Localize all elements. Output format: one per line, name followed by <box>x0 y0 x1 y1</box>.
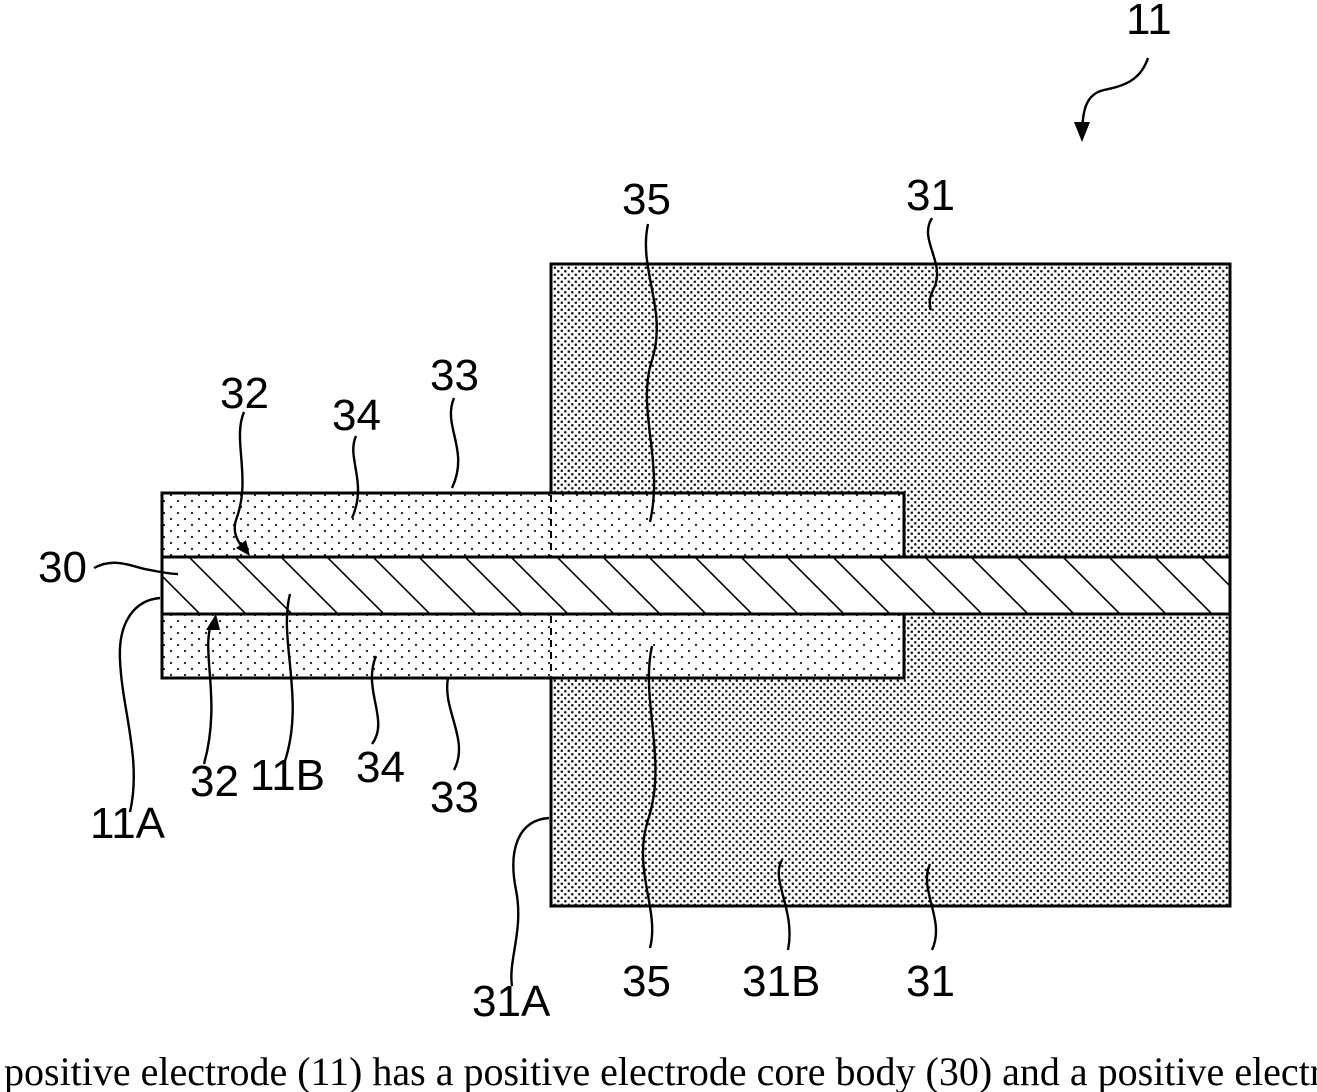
arrowhead-11 <box>1074 122 1090 142</box>
leader-31A <box>511 818 549 986</box>
label-30: 30 <box>38 543 87 592</box>
label-35-bottom: 35 <box>622 957 671 1006</box>
leader-11A <box>120 598 160 812</box>
label-31B: 31B <box>742 957 820 1006</box>
label-11A: 11A <box>90 799 166 848</box>
label-11: 11 <box>1126 0 1172 44</box>
label-32-top: 32 <box>220 369 269 418</box>
label-31A: 31A <box>472 977 551 1026</box>
core-strip <box>162 557 1230 614</box>
label-33-top: 33 <box>430 351 479 400</box>
leader-33-bottom <box>447 678 459 770</box>
label-34-top: 34 <box>332 391 381 440</box>
leader-11-arrow <box>1082 58 1148 138</box>
label-31-bottom: 31 <box>906 957 955 1006</box>
label-33-bottom: 33 <box>430 773 479 822</box>
leader-33-top <box>451 398 458 488</box>
label-31-top: 31 <box>906 171 955 220</box>
label-35-top: 35 <box>622 175 671 224</box>
label-34-bottom: 34 <box>356 743 405 792</box>
lower-layer <box>162 614 904 678</box>
caption-text: positive electrode (11) has a positive e… <box>4 1052 1317 1092</box>
label-11B: 11B <box>250 751 325 800</box>
upper-layer <box>162 493 904 557</box>
label-32-bottom: 32 <box>190 757 239 806</box>
